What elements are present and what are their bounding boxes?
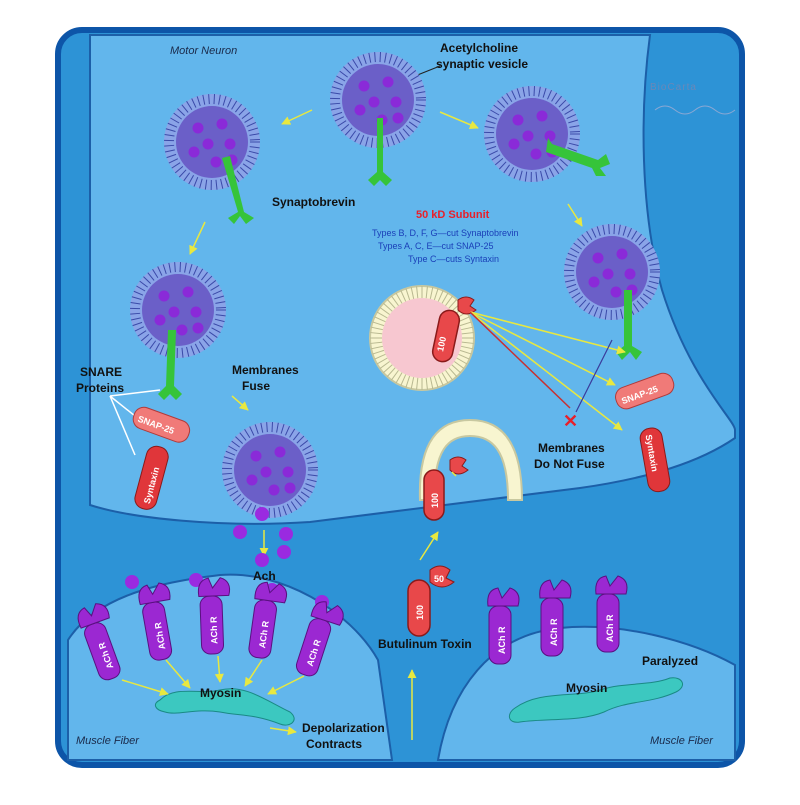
vesicle-ach-dot bbox=[211, 157, 222, 168]
paralyzed-label: Paralyzed bbox=[642, 654, 698, 668]
vesicle-ach-dot bbox=[393, 113, 404, 124]
synaptobrevin-label: Synaptobrevin bbox=[272, 195, 355, 209]
vesicle-ach-dot bbox=[261, 467, 272, 478]
toxin-100-entry: 100 bbox=[430, 493, 440, 508]
vesicle-3 bbox=[484, 86, 580, 182]
vesicle-5 bbox=[564, 224, 660, 320]
ach-receptor-label: ACh R bbox=[605, 614, 615, 642]
snare-label-line1: SNARE bbox=[80, 365, 122, 379]
vesicle-ach-dot bbox=[355, 105, 366, 116]
toxin-100-free: 100 bbox=[415, 605, 425, 620]
vesicle-ach-dot bbox=[203, 139, 214, 150]
snare-label-line2: Proteins bbox=[76, 381, 124, 395]
vesicle-ach-dot bbox=[275, 447, 286, 458]
depolarization-label-line1: Depolarization bbox=[302, 721, 385, 735]
membranes-not-fuse-line1: Membranes bbox=[538, 441, 605, 455]
vesicle-ach-dot bbox=[283, 467, 294, 478]
vesicle-ach-dot bbox=[589, 277, 600, 288]
vesicle-ach-dot bbox=[625, 269, 636, 280]
muscle-fiber-left-label: Muscle Fiber bbox=[76, 735, 140, 747]
vesicle-ach-dot bbox=[391, 97, 402, 108]
vesicle-ach-dot bbox=[509, 139, 520, 150]
vesicle-2 bbox=[164, 94, 260, 190]
membranes-fuse-line2: Fuse bbox=[242, 379, 270, 393]
vesicle-ach-dot bbox=[217, 119, 228, 130]
vesicle-ach-dot bbox=[359, 81, 370, 92]
subunit-label: 50 kD Subunit bbox=[416, 209, 490, 221]
vesicle-ach-dot bbox=[183, 287, 194, 298]
myosin-left-label: Myosin bbox=[200, 686, 241, 700]
vesicle-ach-dot bbox=[155, 315, 166, 326]
vesicle-ach-dot bbox=[225, 139, 236, 150]
toxin-type-line1: Types B, D, F, G—cut Synaptobrevin bbox=[372, 228, 519, 238]
toxin-50-free: 50 bbox=[434, 574, 444, 584]
toxin-type-line2: Types A, C, E—cut SNAP-25 bbox=[378, 241, 494, 251]
vesicle-ach-dot bbox=[169, 307, 180, 318]
membranes-not-fuse-line2: Do Not Fuse bbox=[534, 457, 605, 471]
vesicle-ach-dot bbox=[191, 307, 202, 318]
vesicle-4 bbox=[130, 262, 226, 358]
ach-receptor-label: ACh R bbox=[549, 618, 559, 646]
vesicle-ach-dot bbox=[537, 111, 548, 122]
vesicle-ach-dot bbox=[189, 147, 200, 158]
depolarization-label-line2: Contracts bbox=[306, 737, 362, 751]
vesicle-ach-dot bbox=[603, 269, 614, 280]
vesicle-label-line2: synaptic vesicle bbox=[436, 57, 528, 71]
ach-receptor-label: ACh R bbox=[209, 616, 220, 644]
vesicle-ach-dot bbox=[523, 131, 534, 142]
vesicle-ach-dot bbox=[513, 115, 524, 126]
vesicle-label-line1: Acetylcholine bbox=[440, 41, 518, 55]
toxin-type-line3: Type C—cuts Syntaxin bbox=[408, 254, 499, 264]
motor-neuron-label: Motor Neuron bbox=[170, 45, 237, 57]
ach-label: Ach bbox=[253, 569, 276, 583]
ach-receptor-label: ACh R bbox=[497, 626, 507, 654]
vesicle-ach-dot bbox=[269, 485, 280, 496]
vesicle-ach-dot bbox=[383, 77, 394, 88]
vesicle-ach-dot bbox=[617, 249, 628, 260]
vesicle-ach-dot bbox=[531, 149, 542, 160]
vesicle-ach-dot bbox=[251, 451, 262, 462]
muscle-fiber-right-label: Muscle Fiber bbox=[650, 735, 714, 747]
vesicle-ach-dot bbox=[369, 97, 380, 108]
vesicle-ach-dot bbox=[593, 253, 604, 264]
block-x-icon: ✕ bbox=[563, 411, 578, 431]
myosin-right-label: Myosin bbox=[566, 681, 607, 695]
vesicle-ach-dot bbox=[193, 323, 204, 334]
brand-logo: BioCarta bbox=[650, 82, 697, 93]
vesicle-ach-dot bbox=[285, 483, 296, 494]
vesicle-ach-dot bbox=[193, 123, 204, 134]
vesicle-6 bbox=[222, 422, 318, 518]
vesicle-ach-dot bbox=[247, 475, 258, 486]
vesicle-ach-dot bbox=[611, 287, 622, 298]
membranes-fuse-line1: Membranes bbox=[232, 363, 299, 377]
botulinum-toxin-label: Butulinum Toxin bbox=[378, 637, 472, 651]
vesicle-ach-dot bbox=[159, 291, 170, 302]
vesicle-ach-dot bbox=[177, 325, 188, 336]
vesicle-ach-dot bbox=[545, 131, 556, 142]
